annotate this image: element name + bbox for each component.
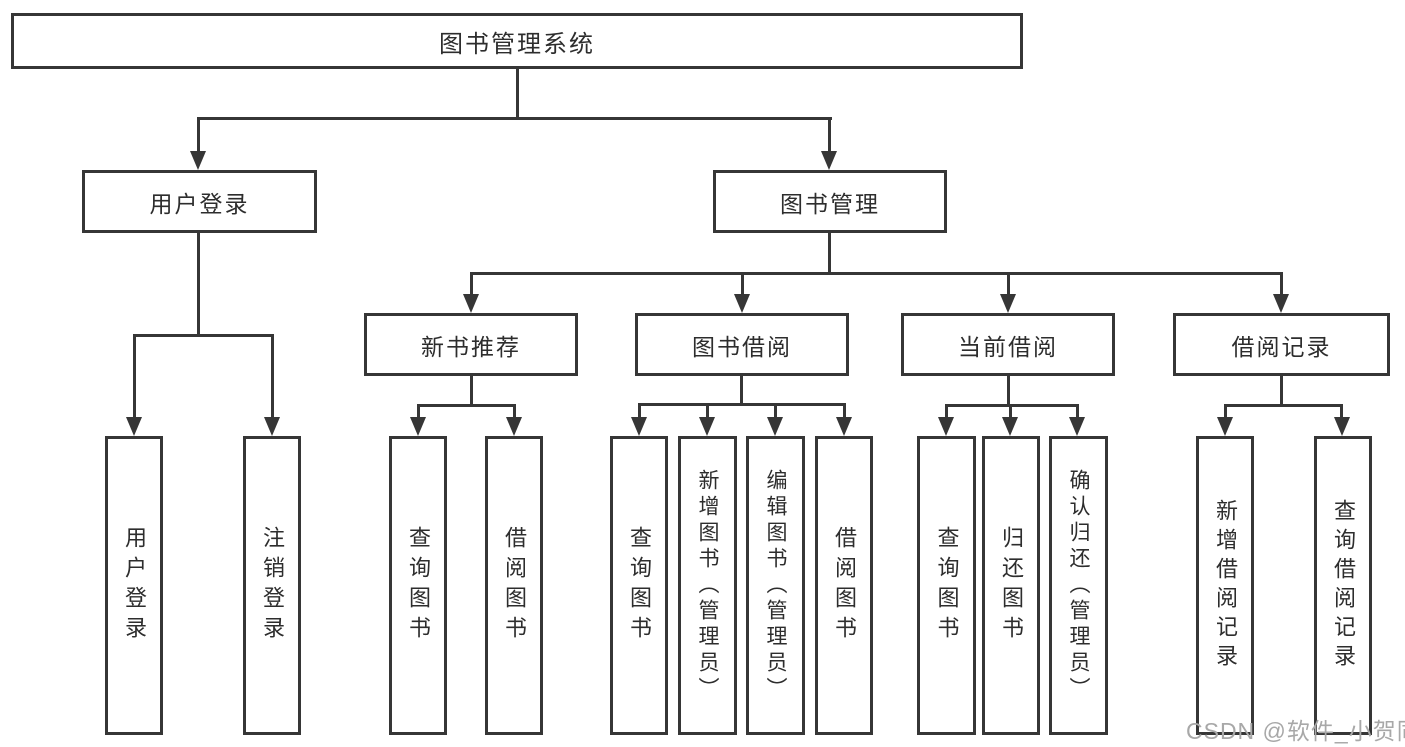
connector-line (197, 117, 200, 152)
connector-line (828, 233, 831, 274)
arrow-down-icon (1334, 417, 1350, 436)
leaf-user-login: 用户登录 (105, 436, 163, 735)
connector-line (740, 376, 743, 406)
connector-line (470, 376, 473, 407)
leaf-label: 确认归还（管理员） (1067, 468, 1090, 703)
arrow-down-icon (1069, 417, 1085, 436)
leaf-label: 借阅图书 (502, 525, 527, 646)
arrow-down-icon (821, 151, 837, 170)
leaf-bb-edit-book-admin: 编辑图书（管理员） (746, 436, 805, 735)
node-book-management: 图书管理 (713, 170, 947, 233)
connector-line (1280, 272, 1283, 298)
leaf-bb-query-book: 查询图书 (610, 436, 668, 735)
connector-line (133, 334, 274, 337)
connector-line (774, 403, 777, 419)
arrow-down-icon (631, 417, 647, 436)
leaf-label: 查询图书 (627, 525, 652, 646)
connector-line (843, 403, 846, 419)
connector-line (1007, 376, 1010, 407)
arrow-down-icon (699, 417, 715, 436)
leaf-label: 查询图书 (934, 525, 960, 646)
leaf-nbr-borrow-book: 借阅图书 (485, 436, 543, 735)
connector-line (516, 69, 519, 118)
arrow-down-icon (506, 417, 522, 436)
arrow-down-icon (1002, 417, 1018, 436)
arrow-down-icon (1217, 417, 1233, 436)
node-label: 图书管理 (780, 190, 880, 217)
leaf-label: 新增借阅记录 (1213, 498, 1238, 673)
node-label: 当前借阅 (958, 333, 1058, 360)
leaf-cb-confirm-return-admin: 确认归还（管理员） (1049, 436, 1108, 735)
node-label: 图书管理系统 (439, 30, 595, 58)
leaf-label: 借阅图书 (832, 525, 857, 646)
leaf-label: 注销登录 (260, 525, 285, 646)
leaf-cb-query-book: 查询图书 (917, 436, 976, 735)
connector-line (706, 403, 709, 419)
connector-line (470, 272, 1283, 275)
leaf-label: 新增图书（管理员） (696, 468, 719, 703)
node-borrowing-records: 借阅记录 (1173, 313, 1390, 376)
arrow-down-icon (1000, 294, 1016, 313)
arrow-down-icon (264, 417, 280, 436)
connector-line (1280, 376, 1283, 407)
leaf-bb-borrow-book: 借阅图书 (815, 436, 873, 735)
connector-line (1224, 404, 1227, 419)
connector-line (197, 117, 832, 120)
connector-line (1076, 404, 1079, 419)
watermark: CSDN @软件_小贺同学 (1186, 718, 1405, 744)
connector-line (638, 403, 846, 406)
arrow-down-icon (410, 417, 426, 436)
node-user-login: 用户登录 (82, 170, 317, 233)
connector-line (638, 403, 641, 419)
arrow-down-icon (463, 294, 479, 313)
connector-line (945, 404, 948, 419)
node-label: 图书借阅 (692, 333, 792, 360)
connector-line (470, 272, 473, 298)
leaf-bb-add-book-admin: 新增图书（管理员） (678, 436, 737, 735)
arrow-down-icon (734, 294, 750, 313)
connector-line (1340, 404, 1343, 419)
node-current-borrowing: 当前借阅 (901, 313, 1115, 376)
connector-line (1009, 404, 1012, 419)
node-book-borrowing: 图书借阅 (635, 313, 849, 376)
leaf-logout: 注销登录 (243, 436, 301, 735)
node-label: 用户登录 (149, 190, 250, 217)
leaf-br-add-record: 新增借阅记录 (1196, 436, 1254, 735)
leaf-nbr-query-book: 查询图书 (389, 436, 447, 735)
node-label: 新书推荐 (421, 333, 521, 360)
connector-line (945, 404, 1079, 407)
arrow-down-icon (767, 417, 783, 436)
arrow-down-icon (190, 151, 206, 170)
leaf-label: 归还图书 (999, 525, 1024, 646)
leaf-cb-return-book: 归还图书 (982, 436, 1040, 735)
connector-line (513, 404, 516, 419)
connector-line (417, 404, 516, 407)
arrow-down-icon (1273, 294, 1289, 313)
leaf-label: 查询借阅记录 (1331, 498, 1356, 673)
connector-line (1224, 404, 1343, 407)
arrow-down-icon (938, 417, 954, 436)
node-label: 借阅记录 (1231, 333, 1332, 360)
node-library-management-system: 图书管理系统 (11, 13, 1023, 69)
connector-line (741, 272, 744, 298)
connector-line (271, 334, 274, 418)
leaf-br-query-record: 查询借阅记录 (1314, 436, 1372, 735)
connector-line (1007, 272, 1010, 298)
leaf-label: 编辑图书（管理员） (764, 468, 787, 703)
connector-line (828, 117, 831, 152)
connector-line (417, 404, 420, 419)
node-new-book-recommend: 新书推荐 (364, 313, 578, 376)
leaf-label: 用户登录 (122, 525, 147, 646)
arrow-down-icon (836, 417, 852, 436)
connector-line (197, 233, 200, 335)
leaf-label: 查询图书 (406, 525, 431, 646)
arrow-down-icon (126, 417, 142, 436)
connector-line (133, 334, 136, 418)
